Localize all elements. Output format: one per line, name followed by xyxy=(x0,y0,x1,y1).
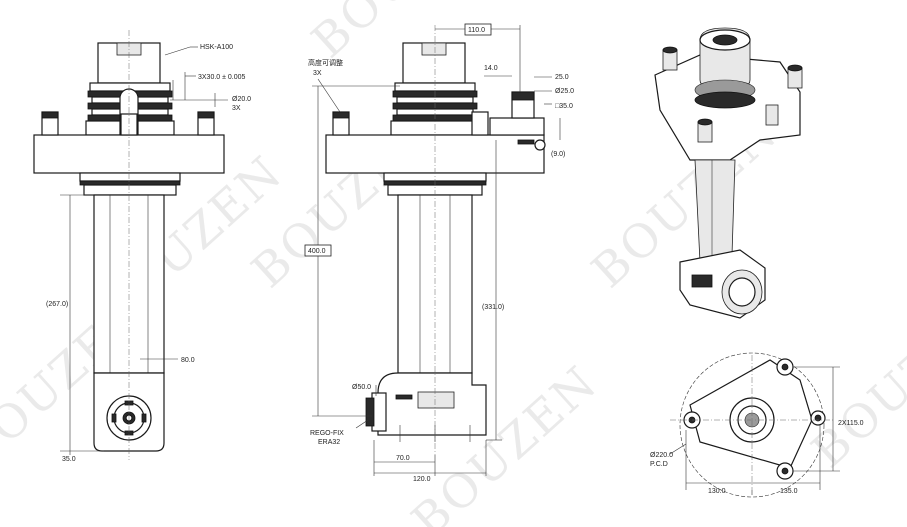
stop-screw xyxy=(534,139,546,151)
leader xyxy=(317,78,341,113)
body-length: (331.0) xyxy=(482,304,504,311)
body-collar xyxy=(83,184,177,196)
bolt-center xyxy=(781,363,789,371)
knurled-ring xyxy=(79,172,181,182)
stop-block xyxy=(489,117,545,136)
adjust-note: 高度可调整 xyxy=(308,58,343,67)
iso-post-cap xyxy=(787,64,803,72)
collet-type: ERA32 xyxy=(318,439,340,446)
dim-right: 2X115.0 xyxy=(838,420,864,427)
dim-130: 130.0 xyxy=(708,488,726,495)
dim-120: 120.0 xyxy=(413,476,431,483)
iso-post-cap xyxy=(662,46,678,54)
dim-14: 14.0 xyxy=(484,65,498,72)
dim-box xyxy=(304,244,332,257)
iso-ring xyxy=(694,91,756,109)
adjust-count: 3X xyxy=(313,70,322,77)
nut-slot xyxy=(111,413,117,423)
tip-offset: 35.0 xyxy=(62,456,76,463)
post-cap xyxy=(41,111,59,119)
iso-label xyxy=(691,274,713,288)
logo-plate xyxy=(517,139,535,145)
nose-dia: Ø50.0 xyxy=(352,384,371,391)
collet-nut xyxy=(365,397,375,427)
bottom-view: Ø220.0 P.C.D 2X115.0 130.0 135.0 xyxy=(650,352,864,498)
shank-slot xyxy=(421,42,447,56)
left-view: HSK-A100 3X30.0 ± 0.005 Ø20.0 3X (267.0)… xyxy=(33,30,251,463)
pcd-dia: Ø220.0 xyxy=(650,452,673,459)
spindle-label: HSK-A100 xyxy=(200,44,233,51)
center-view: 110.0 高度可调整 3X 14.0 25.0 Ø25.0 □35.0 (9.… xyxy=(304,23,574,483)
iso-shank-bore xyxy=(712,34,738,46)
leader xyxy=(355,419,369,429)
dim-25: 25.0 xyxy=(555,74,569,81)
iso-post-cap xyxy=(697,118,713,126)
watermark: BOUZEN xyxy=(801,285,907,478)
dim-sq35: □35.0 xyxy=(555,103,573,110)
dim-9: (9.0) xyxy=(551,151,565,158)
dim-d25: Ø25.0 xyxy=(555,88,574,95)
bolt-center xyxy=(781,467,789,475)
dim-box xyxy=(464,23,492,36)
dim-135: 135.0 xyxy=(780,488,798,495)
iso-stop xyxy=(765,104,779,126)
pcd-label: P.C.D xyxy=(650,461,668,468)
body-width: 80.0 xyxy=(181,357,195,364)
top-width: 110.0 xyxy=(468,27,485,34)
leader xyxy=(164,46,191,56)
stop-pin-cap xyxy=(511,91,535,101)
nut-slot xyxy=(141,413,147,423)
pcd-circle xyxy=(679,352,825,498)
knurled-band xyxy=(79,180,181,186)
iso-body xyxy=(694,159,736,263)
leader xyxy=(669,443,687,455)
iso-view xyxy=(654,27,803,319)
brand-logo xyxy=(395,394,413,400)
dim-70: 70.0 xyxy=(396,455,410,462)
label-plate xyxy=(417,391,455,409)
post-cap xyxy=(332,111,350,119)
collet-label: REGO-FIX xyxy=(310,430,344,437)
pin-dim: 3X30.0 ± 0.005 xyxy=(198,74,246,81)
stop-center xyxy=(814,414,822,422)
hole-dia: Ø20.0 xyxy=(232,96,251,103)
overall-length: 400.0 xyxy=(308,248,326,255)
hole-count: 3X xyxy=(232,105,241,112)
post-cap xyxy=(197,111,215,119)
flange-post xyxy=(471,111,489,136)
iso-nose-inner xyxy=(728,277,756,307)
body-length: (267.0) xyxy=(46,301,68,308)
